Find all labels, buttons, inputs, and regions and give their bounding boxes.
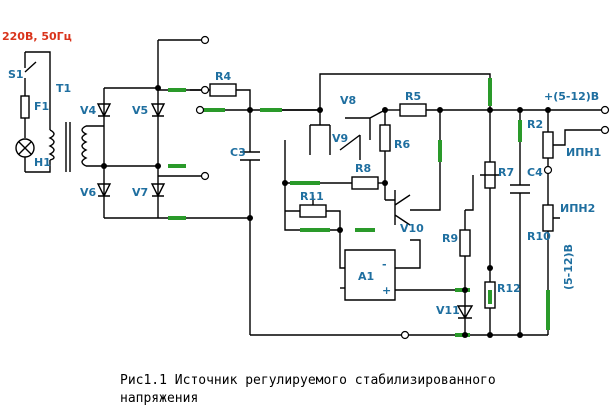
opamp-label-a1: A1	[358, 270, 374, 283]
meter2-label: ИПН2	[560, 202, 595, 215]
diode-label-v7: V7	[132, 186, 148, 199]
meter2-range-label: (5-12)В	[562, 244, 575, 290]
transistor-label-v10: V10	[400, 222, 424, 235]
resistor-label-r11: R10	[527, 230, 551, 243]
lamp-label: H1	[34, 156, 51, 169]
diode-label-v4: V4	[80, 104, 97, 117]
resistor-label-r2: R2	[527, 118, 543, 131]
switch-label: S1	[8, 68, 24, 81]
transformer-label: T1	[56, 82, 71, 95]
capacitor-label-c4: C4	[527, 166, 543, 179]
diode-label-v6: V6	[80, 186, 97, 199]
opamp-minus: -	[382, 258, 387, 271]
diode-label-v5: V5	[132, 104, 148, 117]
zener-label-v11: V11	[436, 304, 460, 317]
figure-caption: Рис1.1 Источник регулируемого стабилизир…	[120, 372, 610, 408]
resistor-label-r4: R4	[215, 70, 231, 83]
resistor-label-r8: R8	[355, 162, 371, 175]
opamp-plus: +	[382, 284, 391, 297]
fuse-label: F1	[34, 100, 49, 113]
caption-line-1: Рис1.1 Источник регулируемого стабилизир…	[120, 373, 496, 388]
resistor-label-r5: R5	[405, 90, 421, 103]
resistor-label-r10: R11	[300, 190, 324, 203]
transistor-label-v9: V9	[332, 132, 348, 145]
meter1-label: ИПН1	[566, 146, 601, 159]
output-label: +(5-12)В	[544, 90, 599, 103]
resistor-label-r12: R12	[497, 282, 521, 295]
resistor-label-r9: R9	[442, 232, 458, 245]
transistor-label-v8: V8	[340, 94, 356, 107]
source-label: 220В, 50Гц	[2, 30, 72, 43]
caption-line-2: напряжения	[120, 391, 199, 406]
resistor-label-r6: R6	[394, 138, 410, 151]
capacitor-label-c3: C3	[230, 146, 246, 159]
resistor-label-r7: R7	[498, 166, 514, 179]
